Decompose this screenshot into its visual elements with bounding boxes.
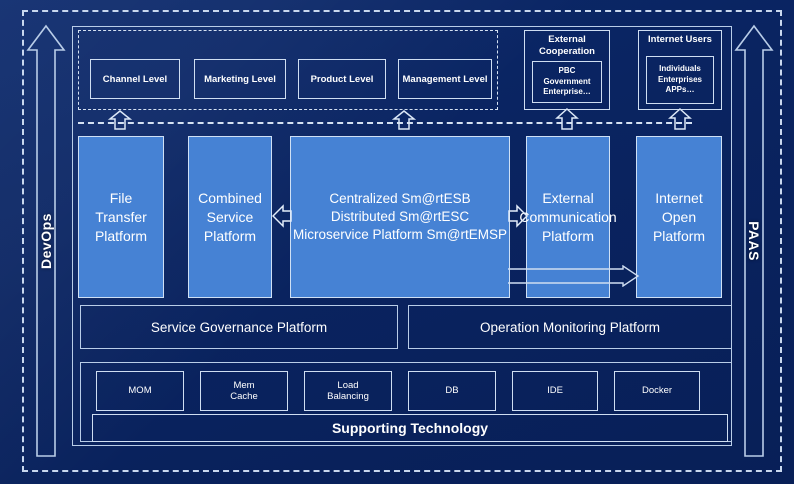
supporting-technology-bar[interactable]: Supporting Technology — [92, 414, 728, 442]
level-label: Product Level — [310, 73, 374, 85]
devops-label: DevOps — [38, 213, 55, 269]
up-arrow-icon-channel — [108, 110, 132, 130]
core-esb-platform-label: Centralized Sm@rtESB Distributed Sm@rtES… — [293, 191, 507, 242]
file-transfer-platform-label: File Transfer Platform — [94, 189, 148, 244]
tech-label: DB — [445, 385, 459, 397]
up-arrow-icon-internet-users — [668, 108, 692, 130]
external-communication-platform[interactable]: External Communication Platform — [519, 136, 617, 298]
combined-service-platform-label: Combined Service Platform — [198, 189, 262, 244]
outer-dashed-frame — [22, 10, 782, 472]
level-label: Marketing Level — [204, 73, 276, 85]
external-communication-platform-label: External Communication Platform — [519, 189, 617, 244]
paas-arrow: PAAS — [734, 24, 774, 458]
devops-arrow: DevOps — [26, 24, 66, 458]
tech-label: Load Balancing — [327, 379, 369, 403]
tech-box-load-balancing[interactable]: Load Balancing — [304, 371, 392, 411]
internet-open-platform[interactable]: Internet Open Platform — [636, 136, 722, 298]
right-arrow-icon-core-to-external — [508, 203, 528, 229]
left-arrow-icon-combined-to-core — [272, 203, 292, 229]
paas-arrow-label-wrap: PAAS — [734, 24, 774, 458]
internet-users-box[interactable]: Internet Users Individuals Enterprises A… — [638, 30, 722, 110]
tech-box-mem-cache[interactable]: Mem Cache — [200, 371, 288, 411]
file-transfer-platform[interactable]: File Transfer Platform — [78, 136, 164, 298]
operation-monitoring-platform-label: Operation Monitoring Platform — [479, 319, 661, 335]
level-box-marketing[interactable]: Marketing Level — [194, 59, 286, 99]
service-governance-platform-label: Service Governance Platform — [150, 319, 328, 335]
supporting-technology-label: Supporting Technology — [331, 420, 489, 436]
level-box-product[interactable]: Product Level — [298, 59, 386, 99]
tech-label: IDE — [547, 385, 563, 397]
internet-users-title: Internet Users — [639, 34, 721, 46]
up-arrow-icon-levels — [392, 110, 416, 130]
level-label: Management Level — [402, 73, 488, 85]
internet-users-title-line1: Internet Users — [648, 34, 712, 45]
external-cooperation-title: External Cooperation — [525, 34, 609, 58]
tech-label: Docker — [641, 385, 673, 397]
tech-label: Mem Cache — [230, 379, 258, 403]
tech-box-ide[interactable]: IDE — [512, 371, 598, 411]
level-label: Channel Level — [102, 73, 168, 85]
layer-separator-dashed — [78, 122, 692, 124]
external-cooperation-detail: PBC Government Enterprise… — [532, 61, 602, 103]
operation-monitoring-platform[interactable]: Operation Monitoring Platform — [408, 305, 732, 349]
flow-arrow-core-to-internet-open — [508, 265, 640, 287]
up-arrow-icon-external — [555, 108, 579, 130]
combined-service-platform[interactable]: Combined Service Platform — [188, 136, 272, 298]
devops-arrow-label-wrap: DevOps — [26, 24, 66, 458]
internet-open-platform-label: Internet Open Platform — [652, 189, 706, 244]
external-cooperation-title-line2: Cooperation — [539, 46, 595, 57]
tech-box-mom[interactable]: MOM — [96, 371, 184, 411]
core-esb-platform[interactable]: Centralized Sm@rtESB Distributed Sm@rtES… — [290, 136, 510, 298]
business-levels-group — [78, 30, 498, 110]
platform-container — [72, 26, 732, 446]
tech-label: MOM — [128, 385, 152, 397]
level-box-management[interactable]: Management Level — [398, 59, 492, 99]
service-governance-platform[interactable]: Service Governance Platform — [80, 305, 398, 349]
paas-label: PAAS — [745, 221, 762, 261]
external-cooperation-title-line1: External — [548, 34, 586, 45]
level-box-channel[interactable]: Channel Level — [90, 59, 180, 99]
external-cooperation-box[interactable]: External Cooperation PBC Government Ente… — [524, 30, 610, 110]
tech-box-docker[interactable]: Docker — [614, 371, 700, 411]
tech-box-db[interactable]: DB — [408, 371, 496, 411]
internet-users-detail: Individuals Enterprises APPs… — [646, 56, 714, 104]
